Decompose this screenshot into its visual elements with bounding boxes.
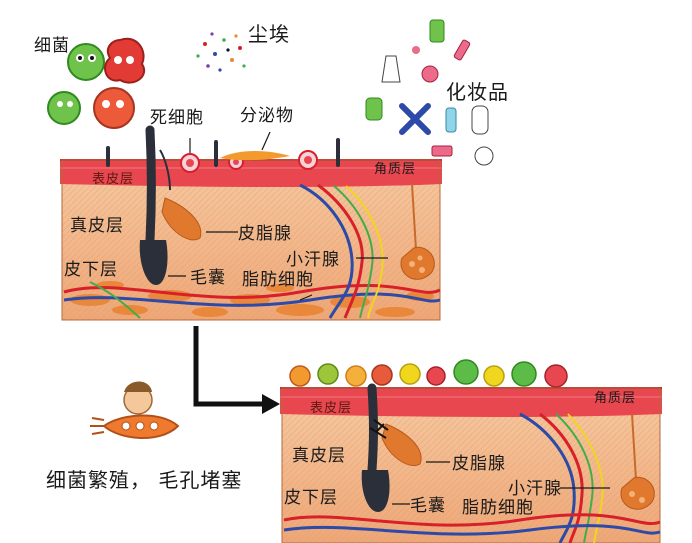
label-dermis-bottom: 真皮层 <box>292 446 346 466</box>
label-bacteria: 细菌 <box>34 36 70 56</box>
top-sebaceous-gland <box>161 197 202 241</box>
label-dead-cells: 死细胞 <box>150 108 204 128</box>
secretion-blob <box>220 151 290 161</box>
flow-arrow <box>193 326 268 407</box>
label-subcutaneous-top: 皮下层 <box>64 260 118 280</box>
surface-bacteria-icons <box>289 359 568 388</box>
label-hair-follicle-bottom: 毛囊 <box>410 496 446 516</box>
label-stratum-corneum-top: 角质层 <box>374 162 417 177</box>
top-sweat-gland <box>400 246 435 280</box>
label-secretion: 分泌物 <box>240 106 294 126</box>
label-sebaceous-gland-top: 皮脂腺 <box>238 224 292 244</box>
top-hair-bulb <box>139 240 168 285</box>
bottom-sweat-gland <box>620 476 655 510</box>
label-epidermis-top: 表皮层 <box>92 172 135 187</box>
label-sweat-gland-bottom: 小汗腺 <box>508 479 562 499</box>
label-sebaceous-gland-bottom: 皮脂腺 <box>452 454 506 474</box>
bottom-skin-section <box>280 383 662 543</box>
label-fat-cells-bottom: 脂肪细胞 <box>462 498 534 518</box>
label-stratum-corneum-bottom: 角质层 <box>594 391 637 406</box>
label-sweat-gland-top: 小汗腺 <box>286 250 340 270</box>
cosmetics-illustration <box>365 19 494 166</box>
top-skin-section <box>60 125 442 321</box>
label-dermis-top: 真皮层 <box>70 216 124 236</box>
top-hair-shaft <box>145 125 156 245</box>
bottom-sebaceous-gland <box>381 423 422 466</box>
top-fat-layer <box>70 281 434 317</box>
label-bottom-caption: 细菌繁殖， 毛孔堵塞 <box>46 468 243 492</box>
rocket-character-illustration <box>90 381 180 439</box>
label-epidermis-bottom: 表皮层 <box>310 401 353 416</box>
label-hair-follicle-top: 毛囊 <box>190 268 226 288</box>
dead-cell-icons <box>180 150 318 173</box>
bacteria-illustration <box>47 37 145 129</box>
label-fat-cells-top: 脂肪细胞 <box>242 270 314 290</box>
label-subcutaneous-bottom: 皮下层 <box>284 488 338 508</box>
label-dust: 尘埃 <box>248 22 290 46</box>
label-cosmetics: 化妆品 <box>446 80 509 104</box>
dust-illustration <box>196 32 246 72</box>
